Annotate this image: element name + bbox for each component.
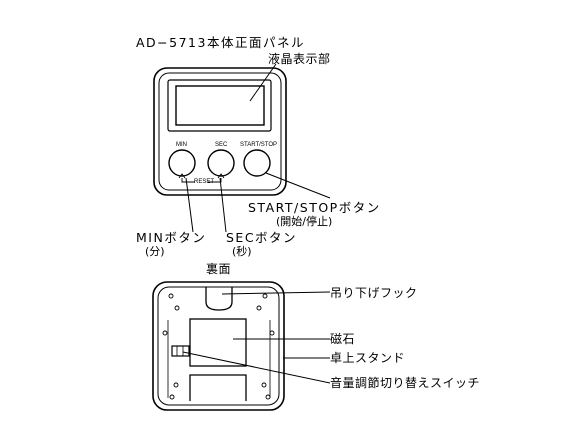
stand-label: 卓上スタンド: [330, 351, 406, 365]
page-title: AD−5713本体正面パネル: [136, 35, 305, 50]
reset-arrow-right: [217, 173, 225, 179]
lcd-frame: [167, 79, 272, 132]
start-stop-leader: [265, 172, 331, 199]
back-body-inner: [157, 286, 280, 406]
reset-bracket: [181, 178, 222, 183]
start-stop-button: [243, 149, 271, 177]
back-body-outer: [152, 281, 285, 411]
back-panel: [152, 281, 331, 411]
lcd-screen: [175, 85, 265, 126]
sec-button-label: SEC: [215, 142, 228, 148]
hook-label: 吊り下げフック: [330, 286, 418, 300]
lcd-leader: [249, 63, 277, 102]
hanging-hook: [205, 287, 233, 311]
switch-leader: [182, 351, 331, 384]
back-inner-frame: [167, 320, 271, 398]
sec-callout: SECボタン: [226, 230, 298, 245]
volume-switch: [171, 345, 190, 357]
start-stop-callout: START/STOPボタン: [248, 200, 381, 215]
sec-leader: [219, 177, 227, 233]
magnet-label: 磁石: [330, 332, 356, 346]
start-stop-sub: (開始/停止): [276, 215, 333, 228]
start-stop-button-label: START/STOP: [240, 142, 278, 148]
reset-arrow-left: [178, 173, 186, 179]
lcd-label: 液晶表示部: [268, 52, 331, 66]
min-leader: [185, 177, 194, 233]
magnet: [189, 318, 247, 367]
front-body-inner: [158, 72, 282, 191]
reset-label: RESET: [194, 179, 215, 185]
back-title: 裏面: [206, 262, 232, 276]
min-button: [168, 149, 196, 177]
sec-button: [207, 149, 235, 177]
min-callout: MINボタン: [136, 230, 207, 245]
hook-leader: [221, 291, 331, 295]
min-button-label: MIN: [176, 142, 187, 148]
switch-label: 音量調節切り替えスイッチ: [330, 376, 481, 390]
sec-sub: (秒): [232, 245, 252, 258]
stand: [189, 374, 247, 401]
front-panel: [153, 63, 331, 233]
min-sub: (分): [145, 245, 165, 258]
front-body-outer: [153, 67, 287, 196]
